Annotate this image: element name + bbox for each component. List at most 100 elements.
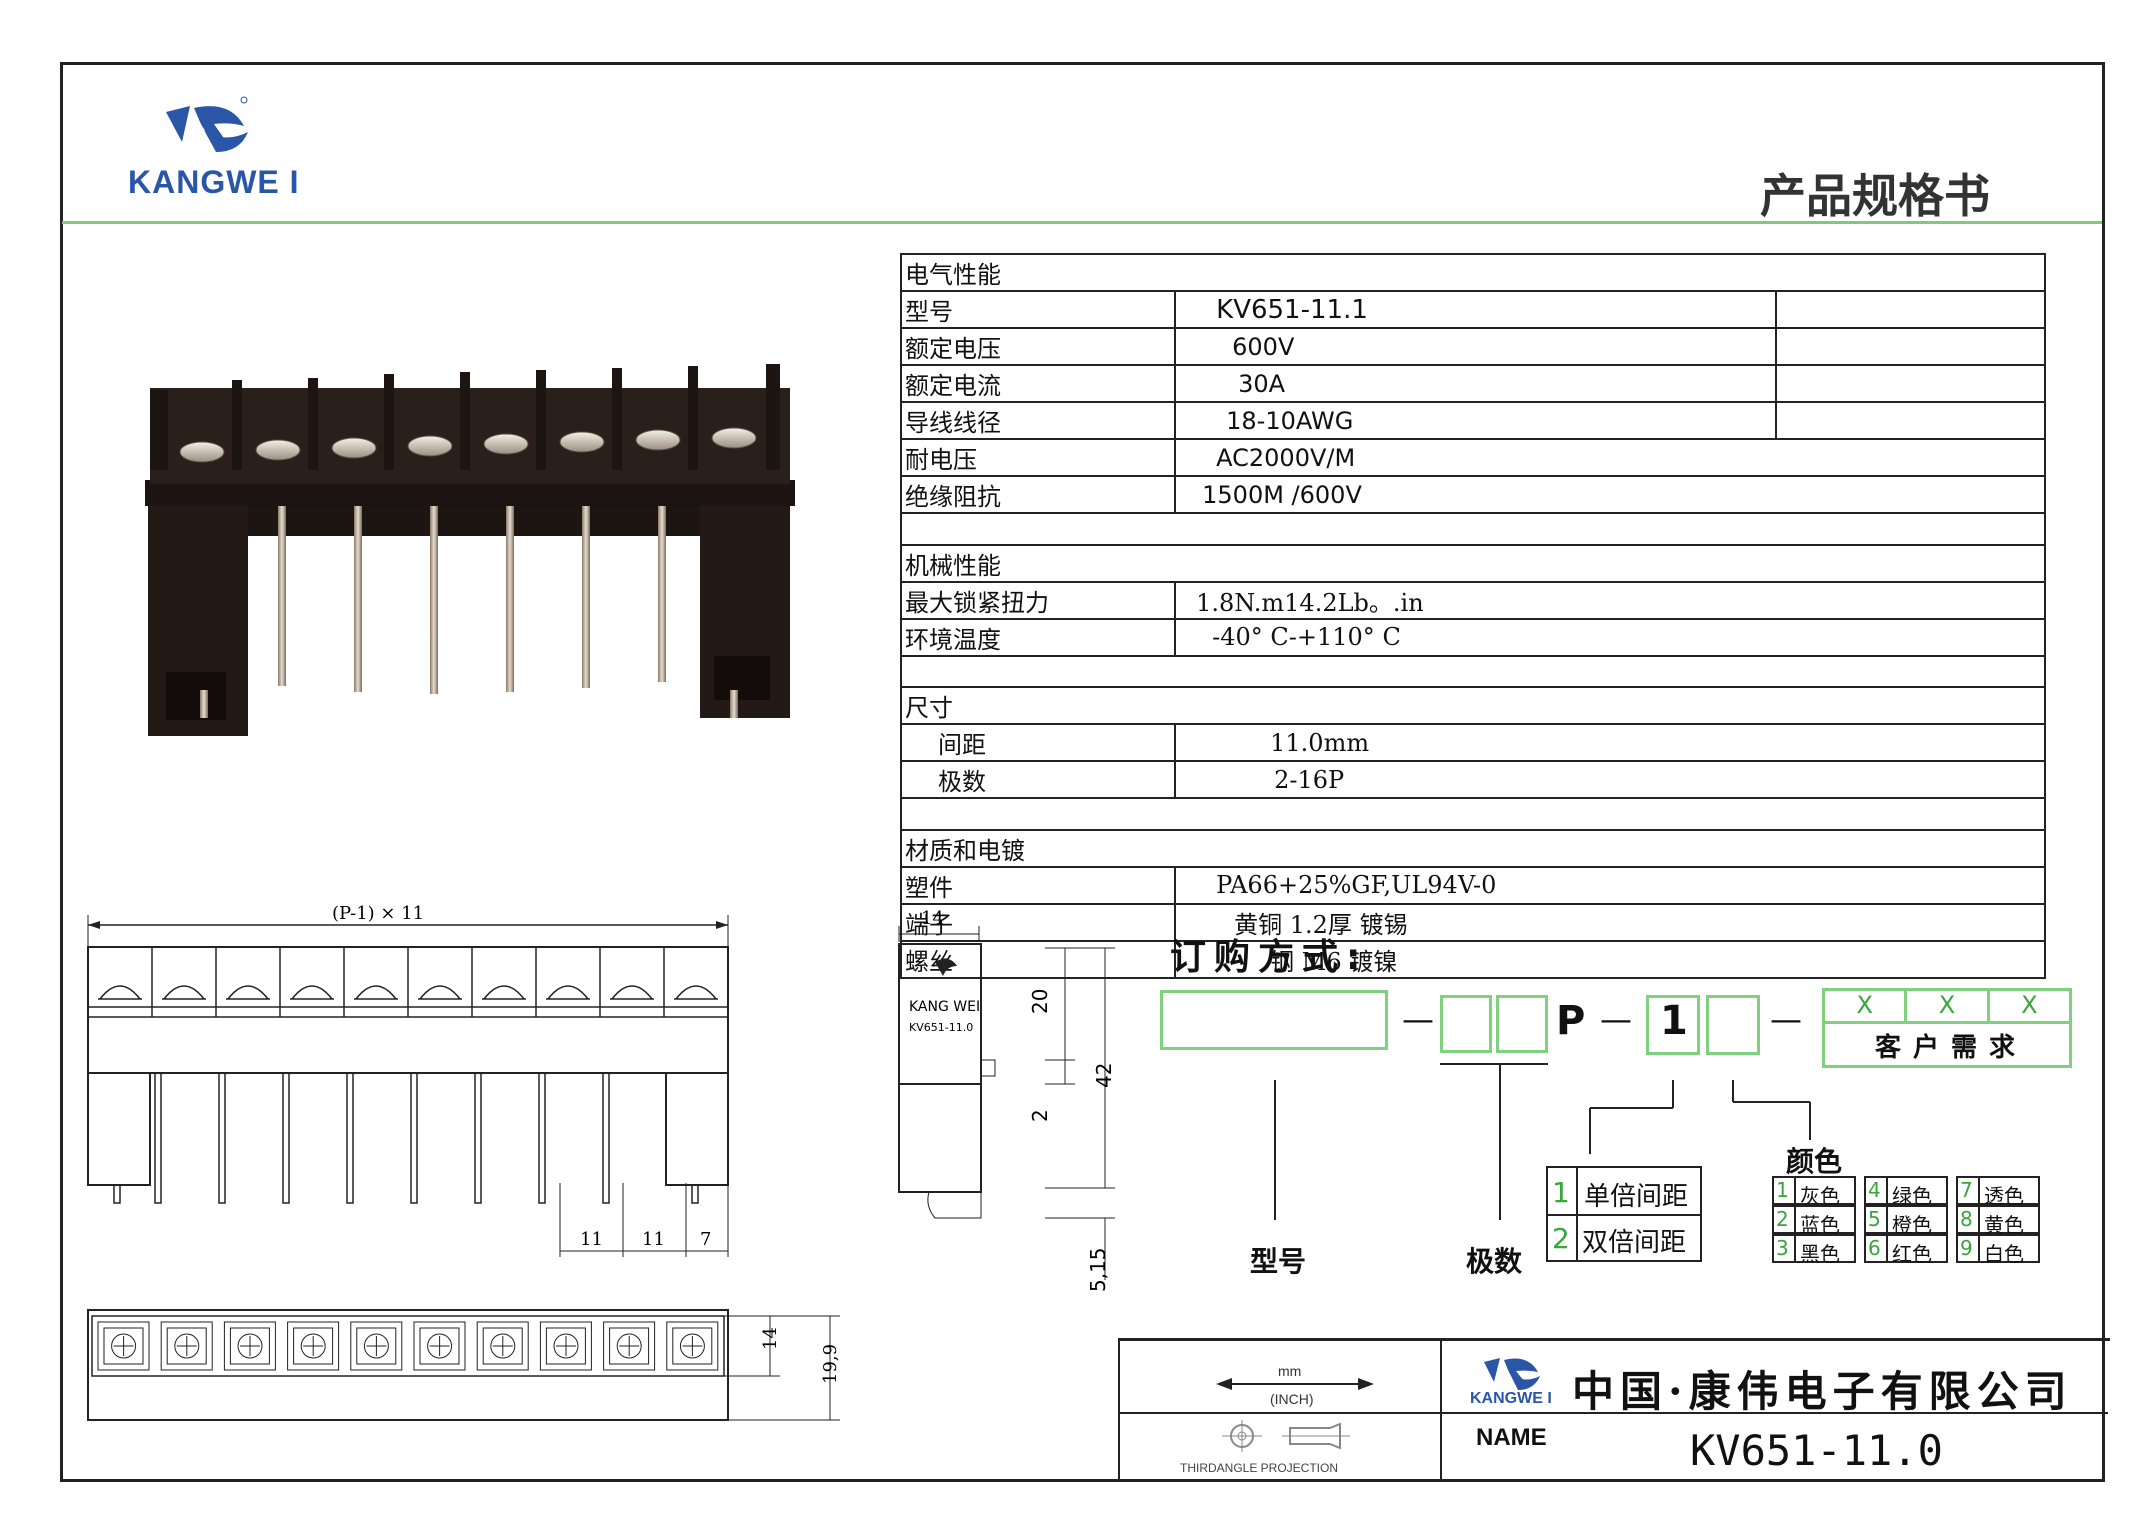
side-dim-2: 2 [1028, 1109, 1052, 1122]
customer-requirement: 客户需求 [1875, 1033, 2028, 1063]
blank-row [900, 512, 2046, 546]
spec-key: 型号 [899, 290, 1177, 329]
side-logo-text: KANG WEI [909, 999, 980, 1015]
dash-3: — [1770, 1000, 1802, 1038]
projection-label: THIRDANGLE PROJECTION [1180, 1461, 1338, 1475]
side-dim-20: 20 [1028, 989, 1052, 1014]
product-photo [145, 364, 795, 736]
spec-key: 极数 [899, 760, 1177, 799]
title-block [1118, 1338, 2110, 1481]
color-option: 4 绿色 [1864, 1176, 1948, 1208]
color-option-text: 黄色 [1984, 1213, 2024, 1237]
spec-value: 18-10AWG [1174, 401, 1778, 440]
spec-key: 环境温度 [899, 617, 1177, 657]
color-option-text: 橙色 [1892, 1213, 1932, 1237]
section-title: 电气性能 [900, 253, 2046, 292]
spec-value: 30A [1174, 364, 1778, 403]
table-row: 尺寸 [900, 686, 2046, 725]
color-option-text: 绿色 [1892, 1184, 1932, 1208]
color-option-number: 4 [1868, 1178, 1881, 1202]
pole-box-1 [1440, 995, 1492, 1053]
table-row: 端子黄铜 1.2厚 镀锡 [899, 902, 2046, 942]
spec-value: -40° C-+110° C [1174, 617, 2046, 657]
color-option-text: 灰色 [1800, 1184, 1840, 1208]
pitch-option-text: 双倍间距 [1582, 1228, 1687, 1258]
spec-key: 耐电压 [899, 438, 1177, 477]
blank-row [900, 654, 2046, 688]
x-mark: X [1907, 991, 1990, 1021]
color-option: 6 红色 [1864, 1234, 1948, 1266]
order-leaders [1274, 1063, 1811, 1220]
spec-extra [1775, 364, 2046, 403]
color-option-number: 6 [1868, 1236, 1881, 1260]
model-box [1160, 990, 1388, 1050]
side-view-drawing: 14 KANG WEI KV651-11.0 20 2 42 5,15 [898, 908, 1116, 1292]
name-value: KV651-11.0 [1690, 1426, 1943, 1475]
table-row [900, 654, 2046, 688]
spec-value: 2-16P [1174, 760, 2046, 799]
pitch-option-number: 1 [1552, 1176, 1570, 1209]
spec-key: 导线线径 [899, 401, 1177, 440]
table-row [900, 797, 2046, 831]
spec-key: 额定电流 [899, 364, 1177, 403]
front-view-drawing: (P-1) × 11 11 11 7 [87, 903, 729, 1257]
front-dim-top: (P-1) × 11 [332, 903, 424, 924]
spec-key: 塑件 [899, 865, 1177, 905]
name-label: NAME [1476, 1424, 1547, 1451]
front-dim-a: 11 [580, 1229, 603, 1250]
color-option-text: 蓝色 [1800, 1213, 1840, 1237]
spec-value: 1.8N.m14.2Lb。.in [1174, 580, 2046, 620]
header-divider [62, 221, 2102, 224]
color-option-number: 7 [1960, 1178, 1973, 1202]
pole-box-2 [1496, 995, 1548, 1053]
front-dim-c: 7 [700, 1229, 711, 1250]
pitch-option-text: 单倍间距 [1584, 1182, 1689, 1212]
spec-key: 绝缘阻抗 [899, 475, 1177, 514]
company-name: 中国·康伟电子有限公司 [1572, 1367, 2073, 1416]
table-row: 机械性能 [900, 543, 2046, 583]
x-mark: X [1825, 991, 1908, 1021]
title-logo-text: KANGWE I [1470, 1390, 1552, 1407]
color-option-number: 3 [1776, 1236, 1789, 1260]
color-title: 颜色 [1786, 1145, 1843, 1178]
pitch-value: 1 [1660, 998, 1688, 1044]
kangwei-logo-icon [166, 96, 248, 152]
color-option-text: 透色 [1984, 1184, 2024, 1208]
spec-value: 1500M /600V [1174, 475, 2046, 514]
color-option-number: 9 [1960, 1236, 1973, 1260]
p-letter: P [1556, 998, 1586, 1044]
pitch-option: 2 双倍间距 [1548, 1214, 1700, 1260]
spec-key: 额定电压 [899, 327, 1177, 366]
bottom-dim-14: 14 [760, 1327, 781, 1350]
brand-name: KANGWE I [128, 164, 300, 200]
spec-value: 600V [1174, 327, 1778, 366]
color-option-number: 5 [1868, 1207, 1881, 1231]
side-dim-42: 42 [1092, 1063, 1116, 1088]
x-marks-row: X X X [1825, 991, 2069, 1024]
spec-extra [1775, 327, 2046, 366]
dash-1: — [1402, 1000, 1434, 1038]
spec-value: PA66+25%GF,UL94V-0 [1174, 865, 2046, 905]
spec-extra [1775, 401, 2046, 440]
color-option-text: 红色 [1892, 1242, 1932, 1266]
document-title: 产品规格书 [1760, 169, 1990, 223]
table-row [900, 512, 2046, 546]
unit-arrows: mm (INCH) [1216, 1363, 1374, 1407]
spec-key: 最大锁紧扭力 [899, 580, 1177, 620]
customer-box: X X X 客户需求 [1822, 988, 2072, 1068]
title-logo-icon [1484, 1358, 1540, 1390]
bottom-view-drawing: 14 19,9 [87, 1309, 841, 1421]
spec-extra [1775, 290, 2046, 329]
dash-2: — [1600, 1000, 1632, 1038]
